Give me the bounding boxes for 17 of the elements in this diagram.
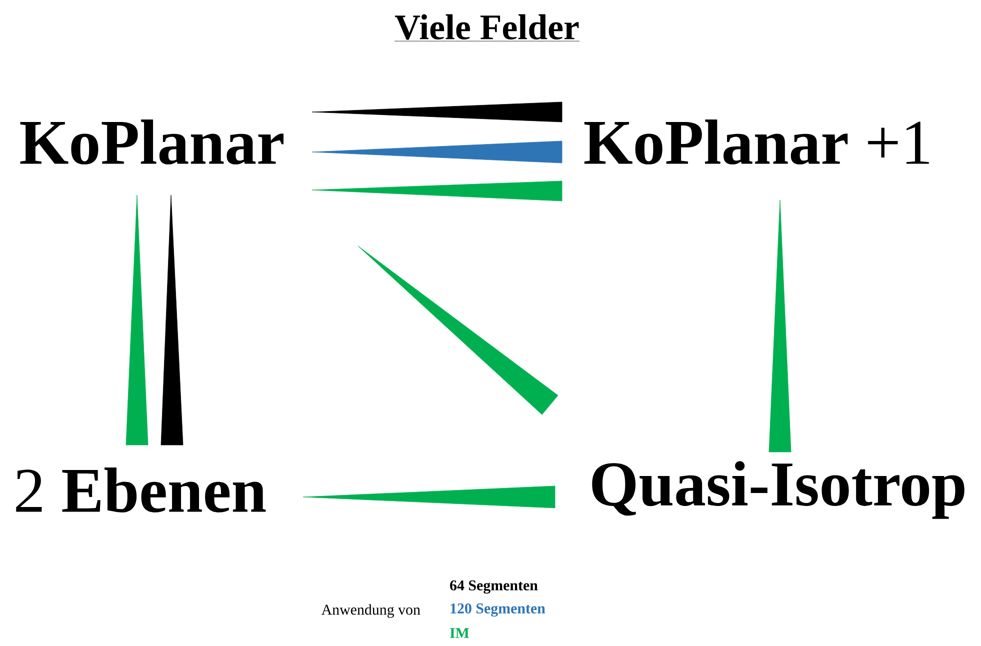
node-label: KoPlanar +1 bbox=[584, 120, 929, 164]
legend-entry: 120 Segmenten bbox=[450, 603, 546, 617]
node-label: Quasi-Isotrop bbox=[592, 461, 964, 519]
title: Viele Felder bbox=[394, 14, 580, 42]
wedge-connector bbox=[312, 140, 562, 164]
wedge-connector bbox=[768, 200, 792, 452]
node-label: 2 Ebenen bbox=[16, 468, 266, 512]
legend-entry: IM bbox=[450, 628, 469, 638]
wedge-connector bbox=[312, 102, 562, 122]
wedge-connector bbox=[126, 194, 148, 446]
legend-entry: 64 Segmenten bbox=[450, 580, 538, 594]
wedge-connector bbox=[312, 180, 562, 202]
wedge-connector bbox=[160, 194, 184, 446]
node-label: KoPlanar bbox=[20, 120, 284, 164]
wedge-connector bbox=[358, 246, 558, 415]
legend-caption: Anwendung von bbox=[321, 604, 420, 618]
wedge-connector bbox=[302, 486, 556, 508]
